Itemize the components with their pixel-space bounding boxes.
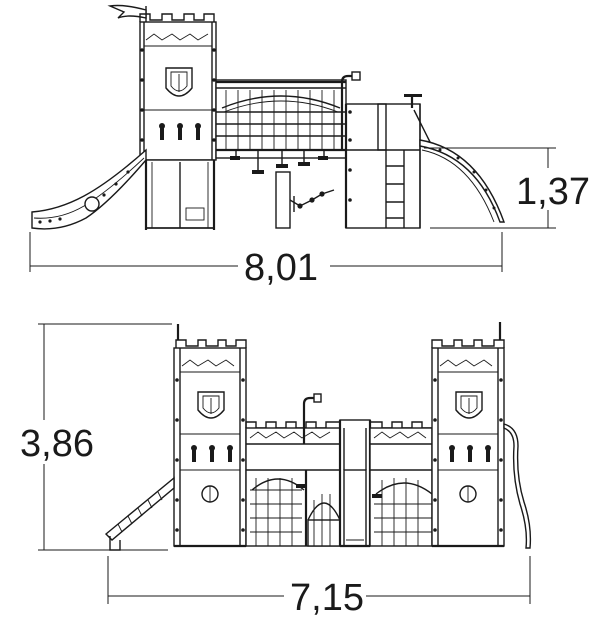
dimension-height-bottom: 3,86: [20, 323, 172, 551]
front-tower-right: [431, 322, 505, 548]
front-ramp-left: [104, 476, 175, 551]
front-center-section-right: [369, 421, 433, 547]
slide-left: [31, 148, 147, 230]
tower-left: [139, 13, 217, 230]
dimension-width-bottom: 7,15: [107, 556, 531, 619]
dimension-height-top: 1,37: [424, 147, 590, 229]
front-tower-left: [173, 324, 247, 548]
center-support: [275, 171, 335, 229]
front-elevation-view: 3,86 7,15: [20, 322, 532, 619]
dimension-label-bottom-height: 3,86: [20, 423, 94, 465]
side-elevation-view: 1,37 8,01: [29, 4, 590, 289]
dimension-label-top-length: 8,01: [244, 247, 318, 289]
dimension-length-top: 8,01: [29, 232, 503, 289]
bridge: [215, 79, 347, 174]
climber-right: [419, 139, 505, 223]
dimension-label-top-height: 1,37: [516, 171, 590, 213]
front-center-section: [245, 393, 341, 547]
tower-right-platform: [344, 94, 435, 229]
front-center-chute: [338, 419, 372, 548]
dimension-label-bottom-width: 7,15: [290, 577, 364, 619]
front-slide-right: [503, 423, 532, 549]
